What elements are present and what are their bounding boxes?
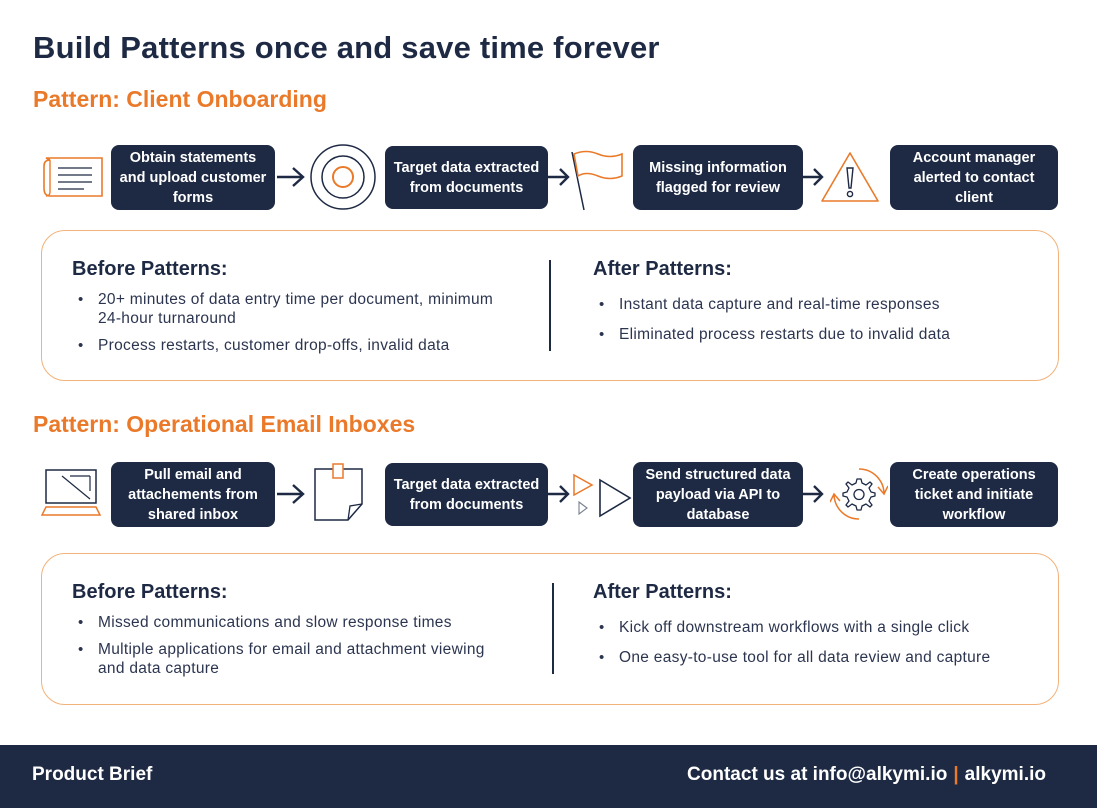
gear-cycle-icon [830, 468, 888, 520]
warning-icon [821, 152, 879, 202]
step-send-structured-data: Send structured data payload via API to … [633, 462, 803, 527]
step-account-manager-alerted: Account manager alerted to contact clien… [890, 145, 1058, 210]
after-patterns-title: After Patterns: [593, 258, 732, 280]
panel-divider [552, 583, 554, 674]
footer-separator: | [953, 764, 959, 785]
list-item: Kick off downstream workflows with a sin… [593, 618, 1043, 637]
list-item: Instant data capture and real-time respo… [593, 295, 1033, 314]
after-patterns-list: Kick off downstream workflows with a sin… [593, 618, 1043, 675]
list-item: 20+ minutes of data entry time per docum… [72, 290, 512, 328]
pattern-client-onboarding-title: Pattern: Client Onboarding [33, 86, 327, 112]
laptop-icon [40, 469, 102, 516]
play-arrows-icon [573, 473, 632, 518]
list-item: One easy-to-use tool for all data review… [593, 648, 1043, 667]
website-link[interactable]: alkymi.io [964, 764, 1046, 785]
flag-icon [571, 150, 623, 211]
after-patterns-list: Instant data capture and real-time respo… [593, 295, 1033, 352]
step-pull-email: Pull email and attachements from shared … [111, 462, 275, 527]
sticky-note-icon [314, 463, 363, 521]
step-create-operations-ticket: Create operations ticket and initiate wo… [890, 462, 1058, 527]
before-patterns-title: Before Patterns: [72, 258, 228, 280]
arrow-right-icon [802, 485, 824, 503]
list-item: Multiple applications for email and atta… [72, 640, 512, 678]
target-icon [310, 144, 376, 210]
comparison-panel-email-inboxes: Before Patterns: Missed communications a… [41, 553, 1059, 705]
arrow-right-icon [802, 168, 824, 186]
list-item: Eliminated process restarts due to inval… [593, 325, 1033, 344]
pattern-operational-email-title: Pattern: Operational Email Inboxes [33, 411, 416, 437]
step-target-data-extracted-2: Target data extracted from documents [385, 463, 548, 526]
panel-divider [549, 260, 551, 351]
contact-email-text[interactable]: Contact us at info@alkymi.io [687, 764, 948, 785]
before-patterns-title: Before Patterns: [72, 581, 228, 603]
arrow-right-icon [548, 485, 570, 503]
product-brief-label: Product Brief [32, 764, 153, 785]
arrow-right-icon [277, 484, 305, 504]
list-item: Process restarts, customer drop-offs, in… [72, 336, 512, 355]
arrow-right-icon [277, 167, 305, 187]
step-missing-information: Missing information flagged for review [633, 145, 803, 210]
after-patterns-title: After Patterns: [593, 581, 732, 603]
page-title: Build Patterns once and save time foreve… [33, 30, 660, 65]
before-patterns-list: 20+ minutes of data entry time per docum… [72, 290, 512, 363]
arrow-right-icon [548, 168, 570, 186]
step-target-data-extracted: Target data extracted from documents [385, 146, 548, 209]
footer-contact: Contact us at info@alkymi.io|alkymi.io [687, 764, 1046, 786]
step-obtain-statements: Obtain statements and upload customer fo… [111, 145, 275, 210]
footer-bar: Product Brief Contact us at info@alkymi.… [0, 745, 1097, 808]
document-icon [43, 157, 103, 197]
list-item: Missed communications and slow response … [72, 613, 512, 632]
comparison-panel-onboarding: Before Patterns: 20+ minutes of data ent… [41, 230, 1059, 381]
before-patterns-list: Missed communications and slow response … [72, 613, 512, 686]
